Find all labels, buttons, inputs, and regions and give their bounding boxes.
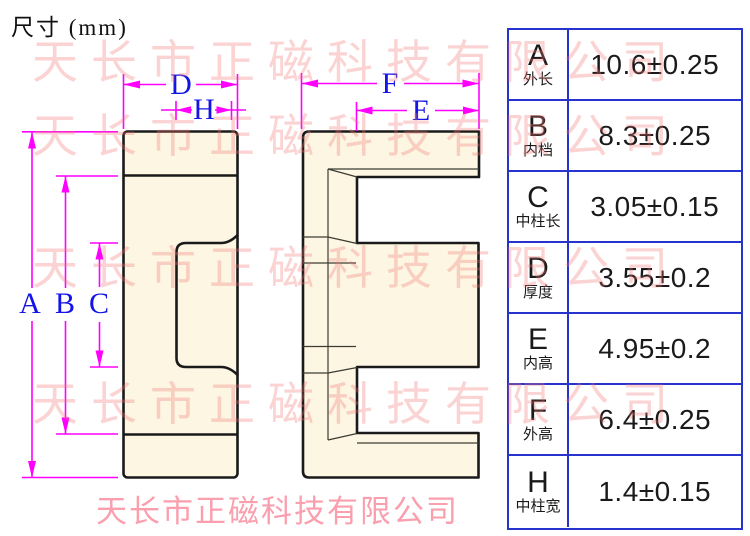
dim-label-a: A — [19, 287, 41, 320]
dim-label-f: F — [381, 67, 399, 100]
row-key: E 内高 — [509, 314, 569, 384]
dimension-spec-table: A 外长 10.6±0.25 B 内档 8.3±0.25 C 中柱长 3.05±… — [507, 28, 743, 530]
dim-value: 8.3±0.25 — [598, 119, 712, 151]
dim-value: 3.55±0.2 — [598, 261, 712, 293]
left-view — [122, 130, 239, 479]
center-post-window — [175, 233, 239, 377]
row-key: D 厚度 — [509, 243, 569, 313]
dim-value: 3.05±0.15 — [590, 190, 720, 222]
row-key: A 外长 — [509, 30, 569, 100]
row-key: F 外高 — [509, 385, 569, 455]
table-row: F 外高 6.4±0.25 — [509, 385, 741, 457]
right-view-core-outline — [301, 130, 481, 479]
dim-value: 10.6±0.25 — [590, 48, 720, 80]
table-row: D 厚度 3.55±0.2 — [509, 243, 741, 315]
depth-edges — [303, 168, 479, 444]
dim-letter: D — [527, 252, 549, 286]
dim-letter: A — [527, 39, 548, 73]
dim-label-d: D — [170, 68, 192, 101]
left-view-core-outline — [122, 130, 239, 479]
company-name-footer: 天长市正磁科技有限公司 — [96, 494, 459, 529]
dim-cn-label: 厚度 — [522, 284, 553, 302]
dim-label-b: B — [54, 287, 76, 320]
dim-label-c: C — [88, 287, 110, 320]
dim-cn-label: 中柱长 — [515, 213, 561, 231]
dim-letter: C — [527, 181, 549, 215]
dim-cn-label: 内档 — [522, 142, 553, 160]
dim-cn-label: 内高 — [522, 355, 553, 373]
table-row: C 中柱长 3.05±0.15 — [509, 172, 741, 244]
dim-letter: B — [527, 110, 548, 144]
dim-cn-label: 中柱宽 — [515, 498, 561, 516]
dim-cn-label: 外长 — [522, 71, 553, 89]
row-key: C 中柱长 — [509, 172, 569, 242]
right-view — [301, 130, 481, 479]
dim-label-h: H — [193, 93, 215, 126]
table-row: H 中柱宽 1.4±0.15 — [509, 456, 741, 528]
row-key: H 中柱宽 — [509, 456, 569, 528]
table-row: B 内档 8.3±0.25 — [509, 101, 741, 173]
dimension-lines — [22, 73, 480, 479]
dim-value: 1.4±0.15 — [598, 475, 712, 507]
dim-value: 4.95±0.2 — [598, 332, 712, 364]
row-key: B 内档 — [509, 101, 569, 171]
dim-letter: E — [527, 323, 548, 357]
table-row: A 外长 10.6±0.25 — [509, 30, 741, 102]
dim-cn-label: 外高 — [522, 426, 553, 444]
dim-value: 6.4±0.25 — [598, 403, 712, 435]
dim-letter: F — [528, 394, 548, 428]
dim-label-e: E — [411, 94, 431, 127]
dim-letter: H — [527, 466, 549, 500]
page-title: 尺寸 (mm) — [11, 15, 128, 40]
table-row: E 内高 4.95±0.2 — [509, 314, 741, 386]
